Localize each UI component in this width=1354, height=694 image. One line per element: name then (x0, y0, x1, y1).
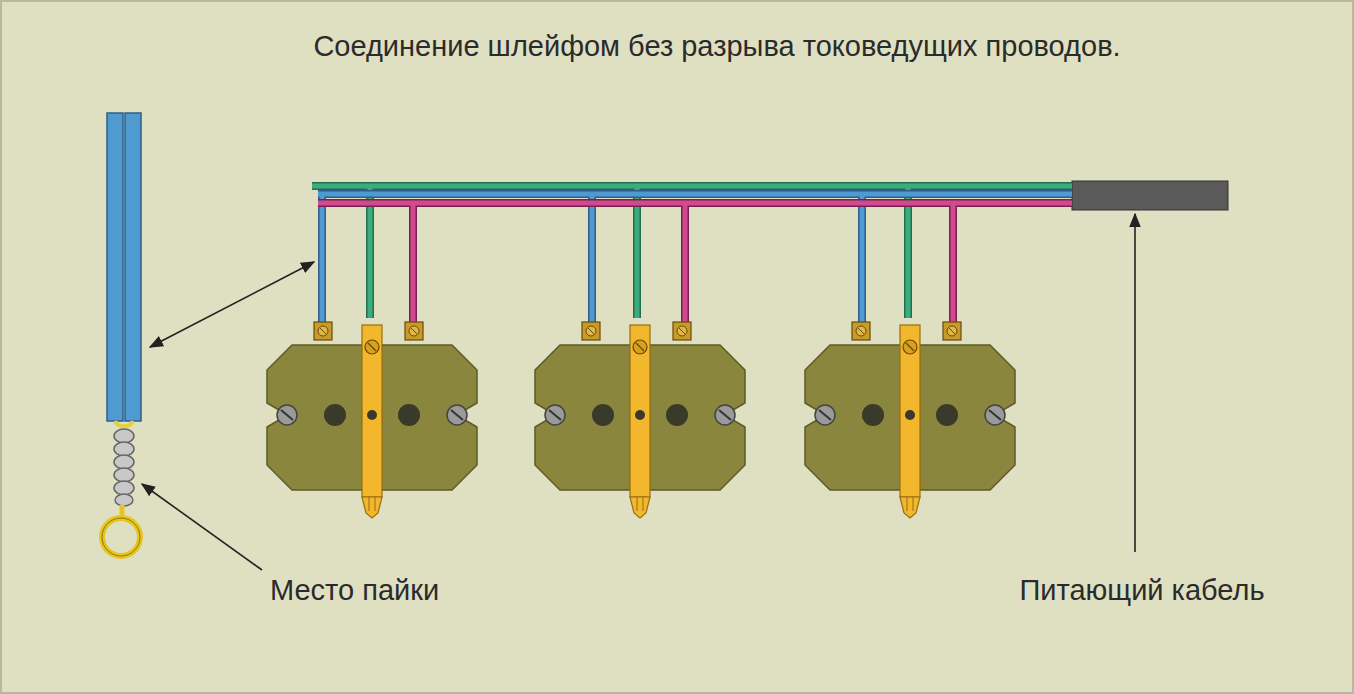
cable-label: Питающий кабель (1019, 574, 1264, 607)
wire-detail (102, 113, 141, 556)
leader-lines (142, 214, 1135, 570)
supply-cable (1072, 181, 1228, 210)
wires (312, 186, 1072, 322)
diagram-title: Соединение шлейфом без разрыва токоведущ… (313, 30, 1120, 63)
socket (267, 322, 477, 518)
socket (535, 322, 745, 518)
solder-point-label: Место пайки (270, 574, 439, 607)
socket (805, 322, 1015, 518)
